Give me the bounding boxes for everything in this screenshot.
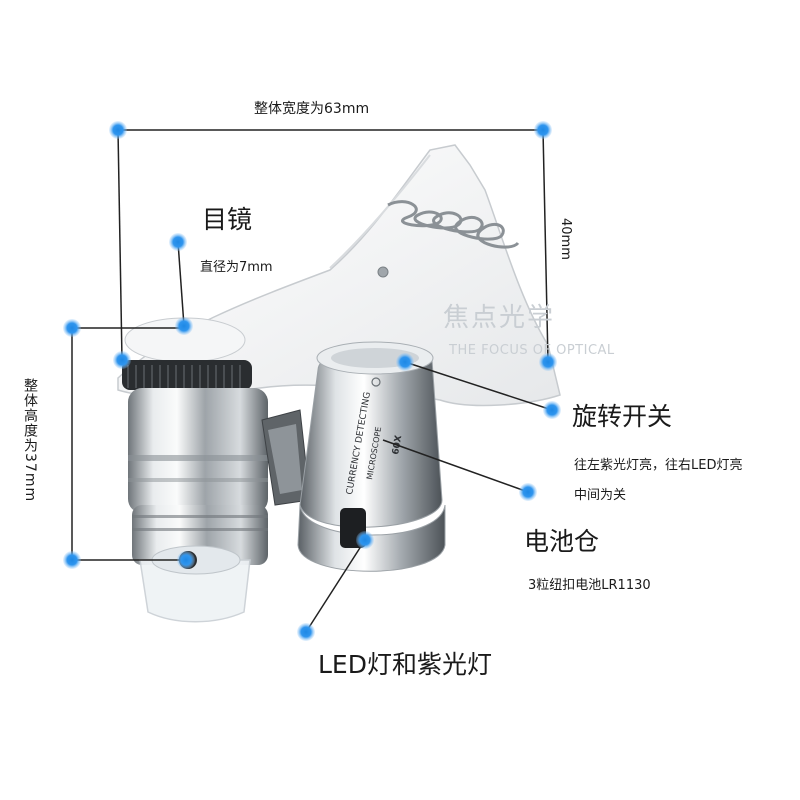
height-dimension-label: 整体高度为37mm xyxy=(22,378,38,503)
eyepiece-diameter: 直径为7mm xyxy=(200,260,273,275)
annotation-dots xyxy=(63,121,561,641)
switch-desc-line2: 中间为关 xyxy=(574,488,627,503)
dimension-lines xyxy=(71,129,553,633)
battery-desc: 3粒纽扣电池LR1130 xyxy=(528,578,651,593)
depth-dimension-label: 40mm xyxy=(558,218,573,260)
battery-title: 电池仓 xyxy=(524,527,600,556)
watermark-tagline: THE FOCUS OF OPTICAL xyxy=(449,343,615,358)
lights-title: LED灯和紫光灯 xyxy=(318,650,492,679)
eyepiece-title: 目镜 xyxy=(202,205,253,234)
watermark-brand: 焦点光学 xyxy=(443,303,556,333)
eyepiece-tube xyxy=(122,317,268,623)
width-dimension-label: 整体宽度为63mm xyxy=(254,101,370,117)
switch-desc-line1: 往左紫光灯亮，往右LED灯亮 xyxy=(574,458,743,473)
switch-title: 旋转开关 xyxy=(572,402,673,431)
spring-icon xyxy=(387,200,520,249)
clip-pin-icon xyxy=(377,266,389,278)
